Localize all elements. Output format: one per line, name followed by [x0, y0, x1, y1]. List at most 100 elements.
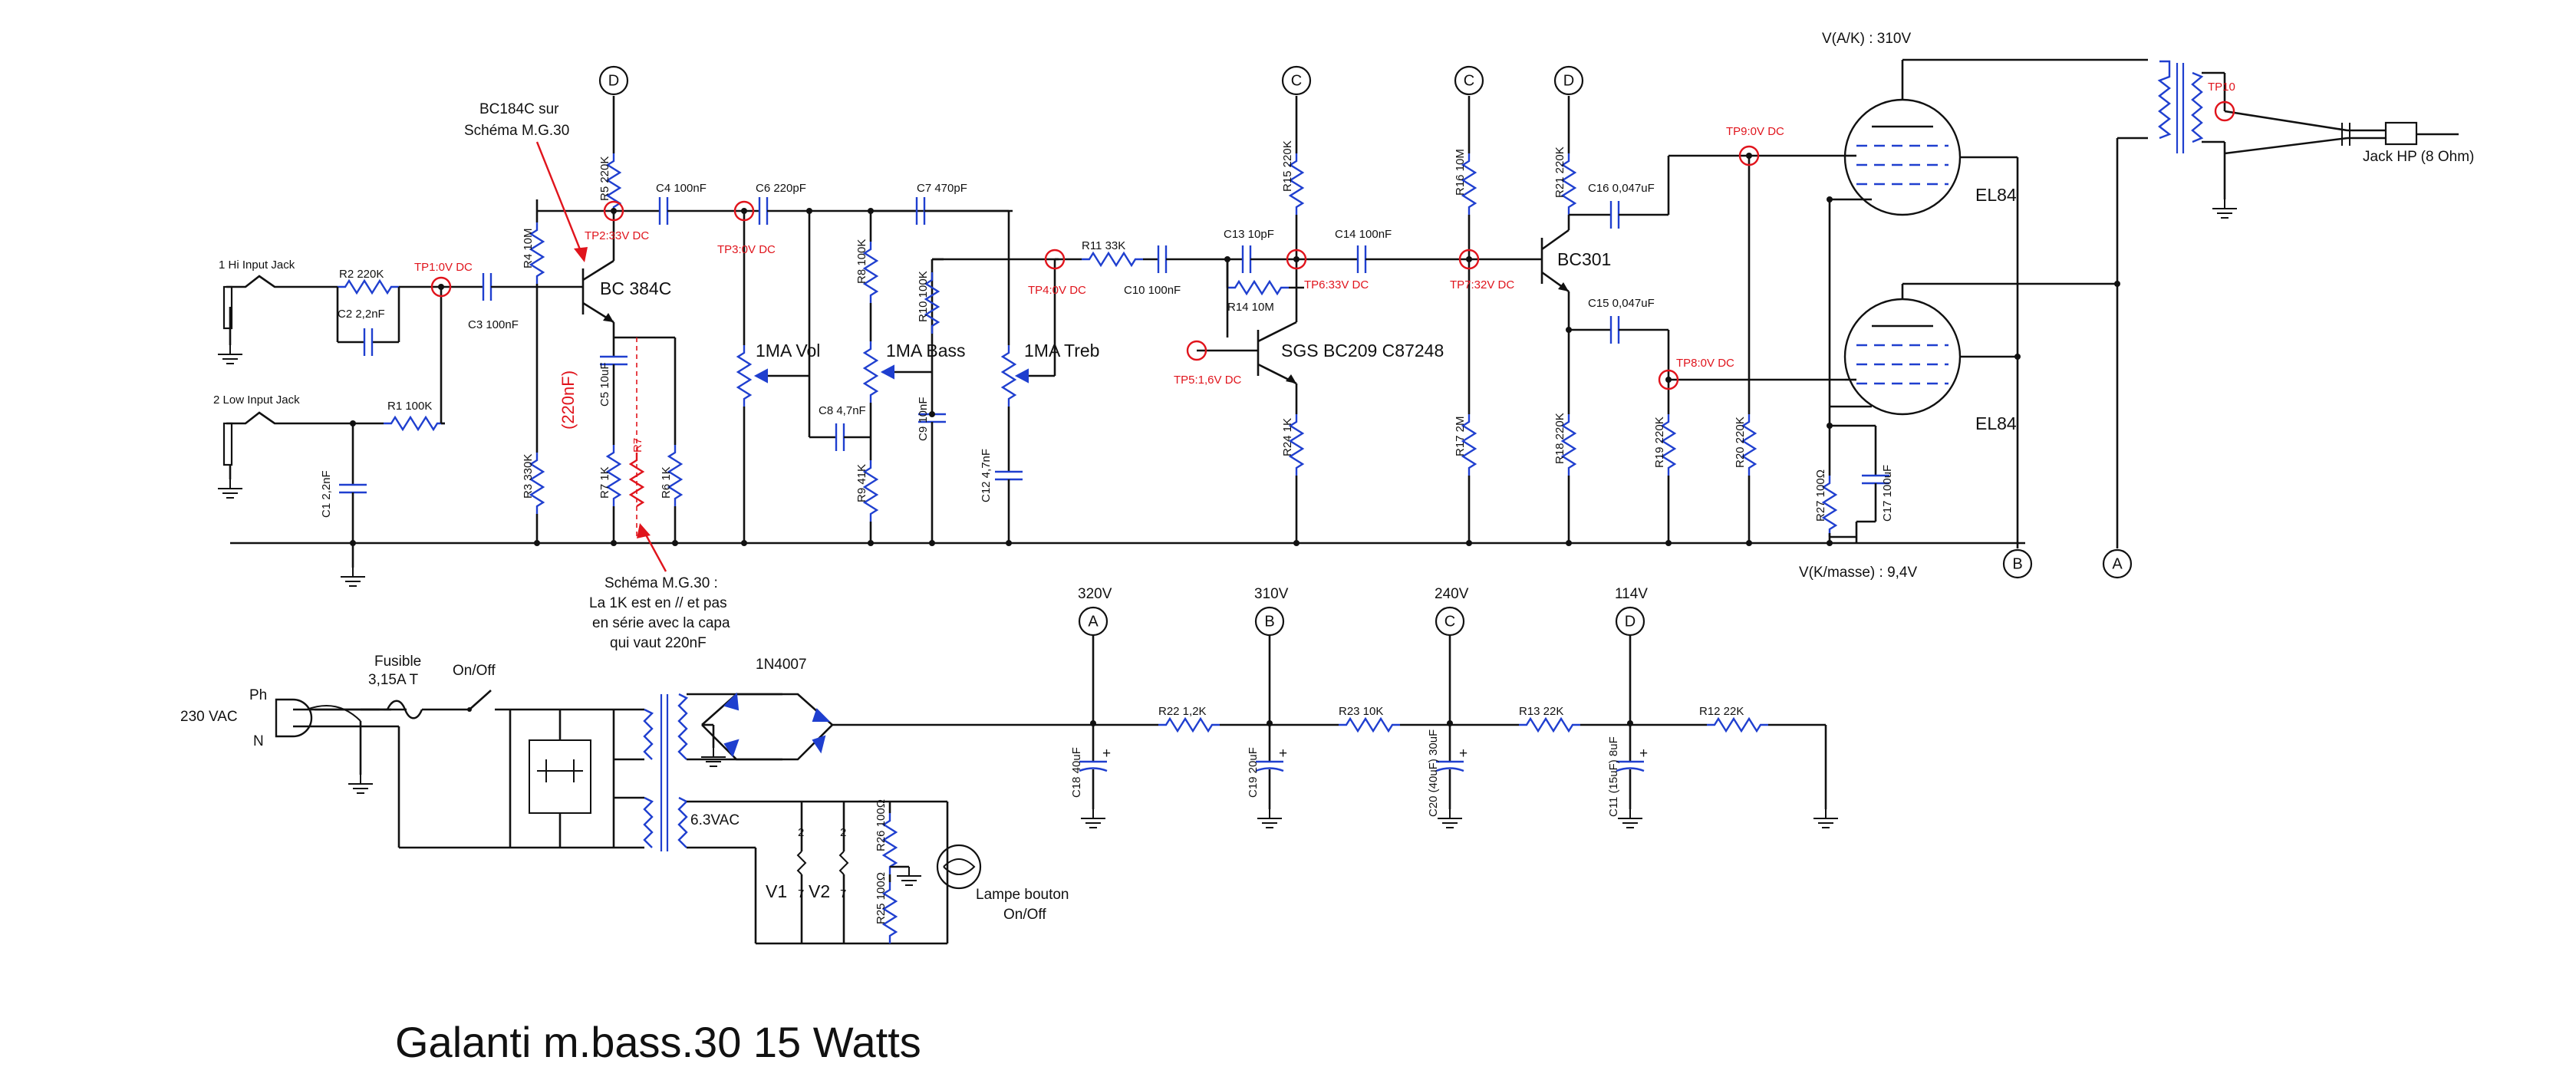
c9-label: C9 10nF — [917, 397, 930, 441]
r16-label: R16 10M — [1454, 149, 1467, 196]
r24-label: R24 1K — [1281, 418, 1294, 456]
va-label: 320V — [1078, 586, 1112, 602]
svg-text:+: + — [1102, 746, 1111, 762]
diode-label: 1N4007 — [756, 657, 807, 673]
note-bottom-4: qui vaut 220nF — [610, 635, 707, 651]
output-jack-label: Jack HP (8 Ohm) — [2363, 149, 2474, 165]
labels: 1 Hi Input Jack 2 Low Input Jack R2 220K… — [180, 31, 2474, 1066]
c18-label: C18 40uF — [1070, 747, 1083, 798]
fuse-label-1: Fusible — [374, 654, 421, 670]
node-d-label-2: D — [1563, 72, 1574, 89]
svg-text:+: + — [1279, 746, 1287, 762]
r11-label: R11 33K — [1082, 239, 1125, 252]
node-c-label: C — [1291, 72, 1302, 89]
r6-label: R6 1K — [660, 466, 673, 499]
switch-label: On/Off — [453, 663, 496, 679]
r26-label: R26 100Ω — [875, 799, 888, 851]
tp7-label: TP7:32V DC — [1450, 278, 1514, 291]
r21-label: R21 220K — [1553, 147, 1566, 198]
node-a-supply: A — [1088, 613, 1099, 630]
tube2-label: EL84 — [1975, 413, 2017, 433]
r10-label: R10 100K — [917, 271, 930, 322]
heater-label: 6.3VAC — [690, 812, 740, 828]
c19-label: C19 20uF — [1247, 747, 1260, 798]
r14-label: R14 10M — [1227, 301, 1274, 314]
c17-label: C17 100uF — [1881, 465, 1894, 522]
mains-label: 230 VAC — [180, 709, 238, 725]
power-supply-wiring: + + + + — [275, 635, 1839, 945]
c5-label: C5 10uF — [598, 362, 611, 407]
note-top-2: Schéma M.G.30 — [464, 123, 569, 139]
c14-label: C14 100nF — [1335, 228, 1392, 241]
r7-label: R7 1K — [598, 466, 611, 499]
r15-label: R15 220K — [1281, 140, 1294, 192]
v1-label: V1 — [766, 881, 787, 901]
note-bottom-1: Schéma M.G.30 : — [604, 575, 718, 591]
junction-dots — [350, 153, 2120, 726]
tp2-label: TP2:33V DC — [585, 229, 649, 242]
note-bottom-2: La 1K est en // et pas — [589, 595, 727, 611]
svg-text:+: + — [1639, 746, 1648, 762]
r8-label: R8 100K — [855, 239, 868, 284]
preamp-wiring — [217, 58, 2459, 587]
r13-label: R13 22K — [1519, 705, 1563, 718]
node-c-supply: C — [1444, 613, 1455, 630]
r3-label: R3 330K — [522, 454, 535, 499]
node-b-label: B — [2012, 555, 2022, 572]
pot-vol-label: 1MA Vol — [756, 341, 820, 361]
vak-label: V(A/K) : 310V — [1822, 31, 1911, 47]
input-low-label: 2 Low Input Jack — [213, 393, 300, 407]
r2-label: R2 220K — [339, 268, 384, 281]
r23-label: R23 10K — [1339, 705, 1383, 718]
tp5-label: TP5:1,6V DC — [1174, 374, 1242, 387]
node-d-label: D — [608, 72, 619, 89]
v2-label: V2 — [809, 881, 830, 901]
neutral-label: N — [253, 733, 264, 749]
vb-label: 310V — [1254, 586, 1289, 602]
c11-label: C11 (15uF) 8uF — [1607, 736, 1620, 817]
vkmasse-label: V(K/masse) : 9,4V — [1799, 565, 1917, 581]
r22-label: R22 1,2K — [1158, 705, 1207, 718]
c6-label: C6 220pF — [756, 182, 806, 195]
note-top-1: BC184C sur — [479, 101, 559, 117]
test-point-markers — [430, 100, 2235, 572]
lamp-label-1: Lampe bouton — [976, 887, 1069, 903]
r17-label: R17 2M — [1454, 416, 1467, 456]
r12-label: R12 22K — [1699, 705, 1744, 718]
r9-label: R9 41K — [855, 464, 868, 502]
r5-label: R5 220K — [598, 156, 611, 201]
tube1-label: EL84 — [1975, 185, 2017, 205]
r7-red-label: R7 — [631, 438, 644, 453]
node-b-supply: B — [1264, 613, 1274, 630]
vd-label: 114V — [1615, 586, 1648, 602]
vc-label: 240V — [1435, 586, 1469, 602]
c1-label: C1 2,2nF — [320, 470, 333, 518]
node-a-label: A — [2112, 555, 2123, 572]
v1-pin7: 7 — [798, 887, 804, 901]
r19-label: R19 220K — [1653, 417, 1666, 468]
r20-label: R20 220K — [1734, 417, 1747, 468]
tp6-label: TP6:33V DC — [1304, 278, 1369, 291]
c12-label: C12 4,7nF — [980, 449, 993, 502]
tp4-label: TP4:0V DC — [1028, 284, 1086, 297]
c13-label: C13 10pF — [1224, 228, 1274, 241]
red-220nf-label: (220nF) — [558, 370, 578, 430]
r25-label: R25 100Ω — [875, 872, 888, 924]
c4-label: C4 100nF — [656, 182, 707, 195]
note-bottom-3: en série avec la capa — [592, 615, 730, 631]
c20-label: C20 (40uF) 30uF — [1427, 729, 1440, 817]
r4-label: R4 10M — [522, 228, 535, 268]
tp9-label: TP9:0V DC — [1726, 125, 1784, 138]
r27-label: R27 100Ω — [1814, 469, 1827, 522]
t2-label: SGS BC209 C87248 — [1281, 341, 1444, 361]
svg-text:+: + — [1459, 746, 1468, 762]
tp1-label: TP1:0V DC — [414, 261, 473, 274]
phase-label: Ph — [249, 687, 267, 703]
node-d-supply: D — [1625, 613, 1636, 630]
r1-label: R1 100K — [387, 400, 432, 413]
supply-nodes: D C C D B A A B C D — [598, 65, 2133, 637]
pot-bass-label: 1MA Bass — [886, 341, 966, 361]
t1-label: BC 384C — [600, 278, 671, 298]
